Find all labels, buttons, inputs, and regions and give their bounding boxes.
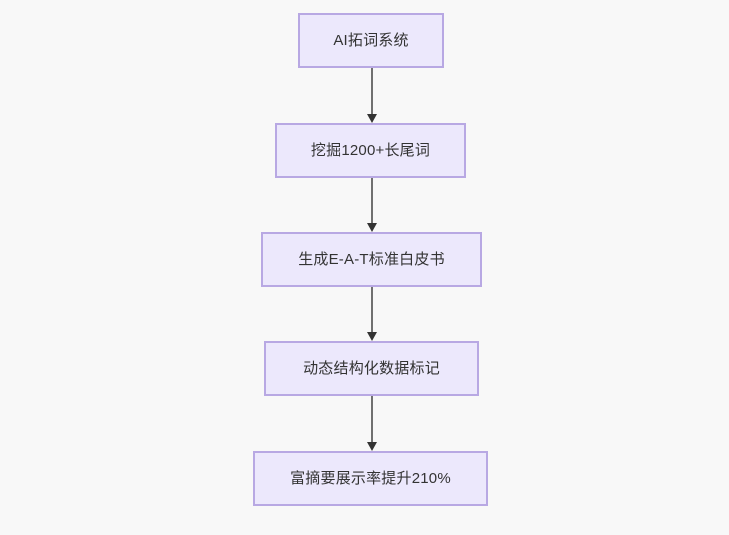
- flow-node-mine-longtail-keywords[interactable]: 挖掘1200+长尾词: [275, 123, 466, 178]
- arrow-head-icon: [367, 114, 377, 123]
- flow-node-label: 生成E-A-T标准白皮书: [298, 250, 445, 268]
- flow-node-label: 动态结构化数据标记: [303, 359, 440, 377]
- flow-node-dynamic-structured-data-markup[interactable]: 动态结构化数据标记: [264, 341, 479, 396]
- flow-node-ai-keyword-system[interactable]: AI拓词系统: [298, 13, 444, 68]
- edge-line: [371, 178, 373, 223]
- edge-line: [371, 68, 373, 114]
- edge-line: [371, 287, 373, 332]
- flow-node-rich-snippet-ctr-lift[interactable]: 富摘要展示率提升210%: [253, 451, 488, 506]
- arrow-head-icon: [367, 442, 377, 451]
- flow-node-generate-eat-whitepaper[interactable]: 生成E-A-T标准白皮书: [261, 232, 482, 287]
- flow-node-label: 挖掘1200+长尾词: [310, 141, 431, 159]
- flow-node-label: 富摘要展示率提升210%: [290, 469, 451, 487]
- arrow-head-icon: [367, 332, 377, 341]
- arrow-head-icon: [367, 223, 377, 232]
- edge-line: [371, 396, 373, 442]
- flow-node-label: AI拓词系统: [333, 31, 409, 49]
